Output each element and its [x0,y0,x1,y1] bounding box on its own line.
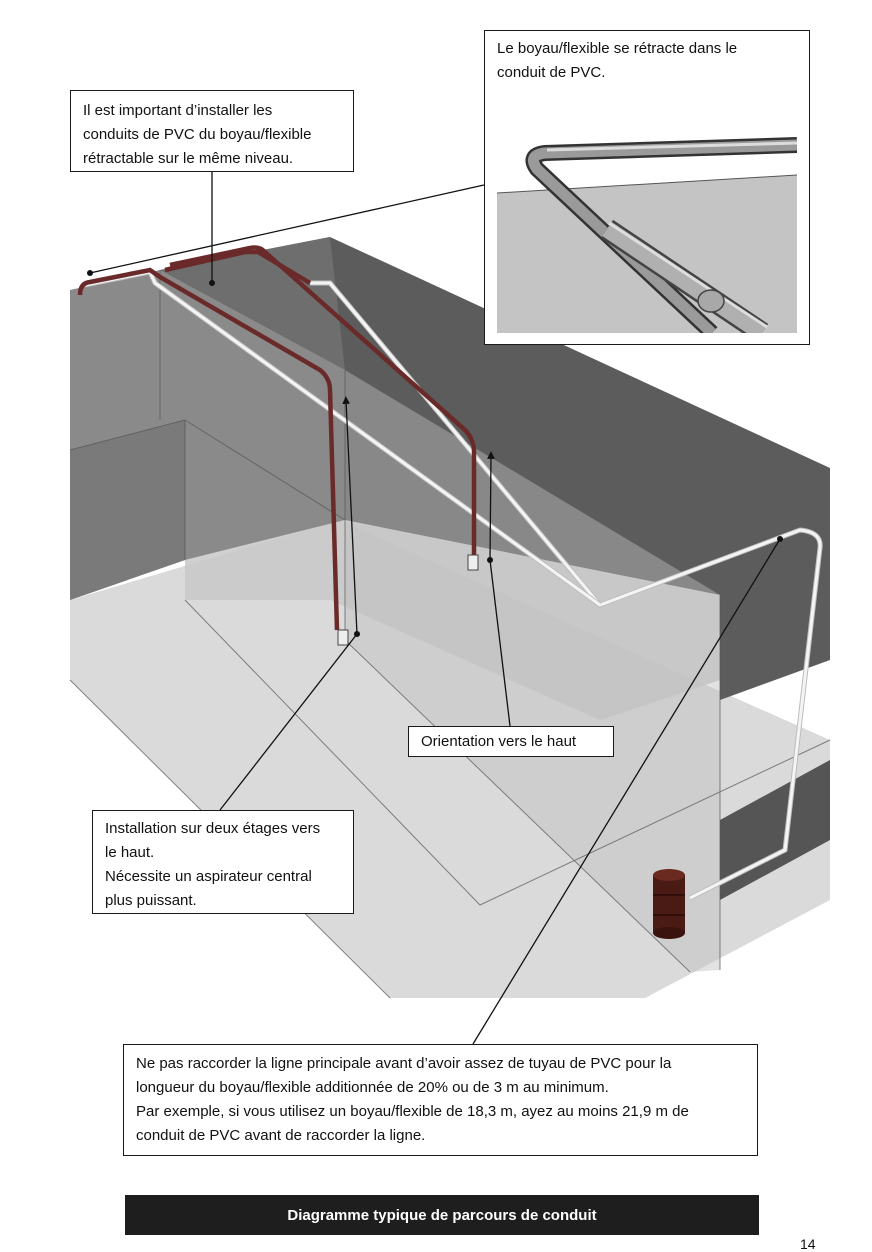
figure-caption-text: Diagramme typique de parcours de conduit [287,1206,597,1224]
callout-orientation: Orientation vers le haut [408,726,614,757]
leader-dot-orient [487,557,493,563]
page-number: 14 [800,1236,816,1252]
central-vacuum-unit [653,869,685,939]
callout-twofloor-line-2: le haut. [105,844,155,861]
front-glass-pane [345,370,720,972]
hose-line-second-floor [169,245,477,560]
callout-level-line-1: Il est important d’installer les [83,102,273,119]
callout-pvc-length: Ne pas raccorder la ligne principale ava… [123,1044,758,1156]
figure-caption-banner: Diagramme typique de parcours de conduit [125,1195,759,1235]
callout-twofloor-line-4: plus puissant. [105,892,197,909]
leader-dot-pvc [777,536,783,542]
inlet-valve-upper [467,554,479,571]
callout-pvc-line-4: conduit de PVC avant de raccorder la lig… [136,1127,426,1144]
leader-dot-level [87,270,93,276]
callout-twofloor-line-1: Installation sur deux étages vers [105,820,321,837]
callout-same-level: Il est important d’installer les conduit… [70,90,354,172]
lower-right-wall [720,760,830,900]
leader-dot-hose [209,280,215,286]
leader-dot-twofloor [354,631,360,637]
upper-floor [185,520,720,720]
callout-level-line-3: rétractable sur le même niveau. [83,150,294,167]
callout-two-floor: Installation sur deux étages vers le hau… [92,810,354,914]
callout-retract-line-1: Le boyau/flexible se rétracte dans le [497,40,738,57]
callout-pvc-line-2: longueur du boyau/flexible additionnée d… [136,1079,609,1096]
callout-retract: Le boyau/flexible se rétracte dans le co… [484,30,810,345]
inlet-valve-lower [337,629,349,646]
hose-line-first-floor [77,267,340,631]
callout-orientation-text: Orientation vers le haut [421,733,577,750]
left-wall-lower [70,420,185,600]
leader-lines [89,172,781,1045]
retract-inset-illustration [497,137,797,333]
callout-retract-line-2: conduit de PVC. [497,64,606,81]
callout-level-line-2: conduits de PVC du boyau/flexible [83,126,312,143]
lower-floor [70,520,830,998]
callout-pvc-line-3: Par exemple, si vous utilisez un boyau/f… [136,1103,689,1120]
callout-pvc-line-1: Ne pas raccorder la ligne principale ava… [136,1055,672,1072]
back-wall-top [160,237,345,370]
callout-twofloor-line-3: Nécessite un aspirateur central [105,868,312,885]
